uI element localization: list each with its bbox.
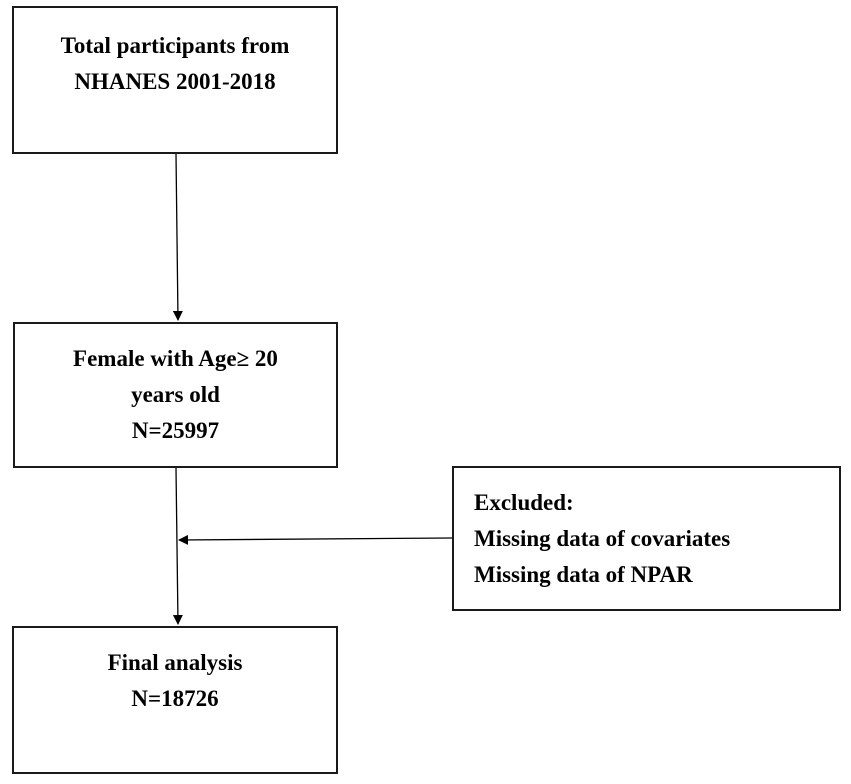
excluded-box: Excluded: Missing data of covariates Mis…	[452, 466, 841, 611]
final-analysis-count: N=18726	[131, 686, 219, 711]
arrow-excluded-to-main	[178, 534, 453, 545]
final-analysis-title: Final analysis	[107, 650, 243, 675]
total-participants-line-2: NHANES 2001-2018	[74, 69, 276, 94]
arrow-total-to-female	[172, 153, 183, 321]
excluded-reason-npar: Missing data of NPAR	[474, 562, 693, 587]
excluded-reason-covariates: Missing data of covariates	[474, 526, 731, 551]
female-age-count: N=25997	[131, 418, 220, 443]
female-age-box: Female with Age≥ 20 years old N=25997	[13, 322, 338, 468]
arrow-female-to-final	[172, 467, 183, 625]
female-age-line-1: Female with Age≥ 20	[73, 346, 278, 371]
total-participants-box: Total participants from NHANES 2001-2018	[12, 6, 338, 154]
final-analysis-box: Final analysis N=18726	[12, 626, 338, 774]
total-participants-line-1: Total participants from	[60, 33, 290, 58]
female-age-line-2: years old	[131, 382, 220, 407]
excluded-title: Excluded:	[474, 490, 574, 515]
